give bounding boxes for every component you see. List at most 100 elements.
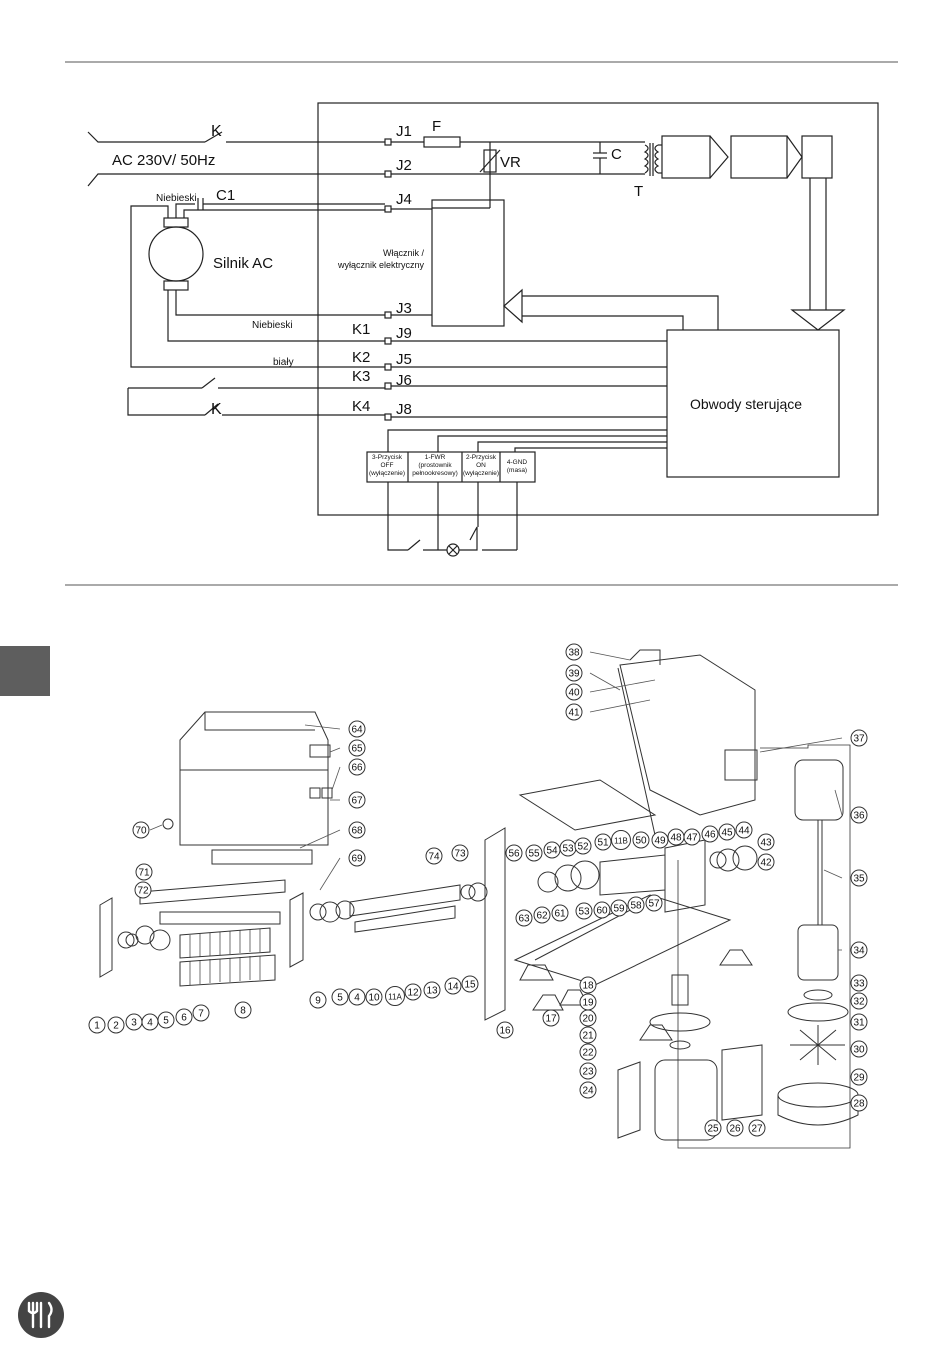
terminal-2-l2: (prostownik bbox=[418, 462, 452, 469]
callout-leader bbox=[149, 824, 163, 831]
part-number: 65 bbox=[351, 744, 363, 755]
label-j9: J9 bbox=[396, 325, 412, 342]
callout-leader bbox=[589, 651, 631, 661]
callout-circle bbox=[533, 906, 551, 924]
part-number: 54 bbox=[546, 846, 558, 857]
callout-circle bbox=[683, 828, 701, 846]
part-number: 35 bbox=[853, 874, 865, 885]
callout-circle bbox=[575, 902, 593, 920]
callout-circle bbox=[425, 847, 443, 865]
part-number: 68 bbox=[351, 826, 363, 837]
part-number: 63 bbox=[518, 914, 530, 925]
terminal-strip bbox=[366, 451, 536, 483]
fuse-f bbox=[423, 136, 461, 148]
callout-circle bbox=[565, 683, 583, 701]
part-number: 7 bbox=[198, 1009, 204, 1020]
terminal-j4 bbox=[384, 205, 392, 213]
terminal-j8 bbox=[384, 413, 392, 421]
callout-circle bbox=[134, 881, 152, 899]
part-number: 37 bbox=[853, 734, 865, 745]
part-number: 5 bbox=[337, 993, 343, 1004]
callout-circle bbox=[850, 869, 868, 887]
controller-enclosure bbox=[317, 102, 879, 516]
callout-leader bbox=[319, 857, 341, 891]
callout-circle bbox=[593, 901, 611, 919]
callout-circle bbox=[234, 1001, 252, 1019]
terminal-2-l3: pełnookresowy) bbox=[412, 470, 458, 477]
switch-box bbox=[431, 199, 505, 327]
label-switch-2: wyłącznik elektryczny bbox=[337, 260, 425, 270]
part-number: 42 bbox=[760, 858, 772, 869]
callout-circle bbox=[515, 909, 533, 927]
part-number: 39 bbox=[568, 669, 580, 680]
label-ac: AC 230V/ 50Hz bbox=[112, 152, 215, 169]
callout-circle bbox=[331, 988, 349, 1006]
callout-circle bbox=[850, 1040, 868, 1058]
callout-circle bbox=[579, 976, 597, 994]
callout-circle bbox=[850, 806, 868, 824]
part-number: 72 bbox=[137, 886, 149, 897]
callout-circle bbox=[157, 1011, 175, 1029]
terminal-1-l2: OFF bbox=[381, 462, 394, 469]
part-number: 11A bbox=[388, 993, 402, 1002]
callout-circle bbox=[365, 988, 383, 1006]
label-c: C bbox=[611, 146, 622, 163]
callout-circle bbox=[175, 1008, 193, 1026]
label-j5: J5 bbox=[396, 351, 412, 368]
part-number: 61 bbox=[554, 909, 566, 920]
part-number: 74 bbox=[428, 852, 440, 863]
part-number: 16 bbox=[499, 1026, 511, 1037]
callout-circle bbox=[135, 863, 153, 881]
callout-circle bbox=[565, 703, 583, 721]
callout-circle bbox=[594, 833, 612, 851]
part-number: 64 bbox=[351, 725, 363, 736]
part-number: 70 bbox=[135, 826, 147, 837]
part-number: 41 bbox=[568, 708, 580, 719]
callout-circle bbox=[461, 975, 479, 993]
callout-leader bbox=[589, 699, 651, 713]
callout-circle bbox=[610, 899, 628, 917]
callout-circle bbox=[385, 986, 405, 1006]
callout-circle bbox=[348, 739, 366, 757]
part-number: 58 bbox=[630, 901, 642, 912]
callout-leader bbox=[304, 724, 341, 730]
exploded-view bbox=[99, 649, 859, 1149]
callout-circle bbox=[850, 1094, 868, 1112]
callout-circle bbox=[704, 1119, 722, 1137]
motor-36 bbox=[794, 759, 844, 821]
callout-circle bbox=[309, 991, 327, 1009]
terminal-j5 bbox=[384, 363, 392, 371]
part-number: 49 bbox=[654, 836, 666, 847]
part-number: 67 bbox=[351, 796, 363, 807]
part-number: 71 bbox=[138, 868, 150, 879]
terminal-3-l3: (wyłączenie) bbox=[463, 470, 499, 477]
part-number: 40 bbox=[568, 688, 580, 699]
circuit-diagram bbox=[87, 102, 879, 557]
terminal-4-l1: 4-GND bbox=[507, 459, 528, 466]
part-number: 46 bbox=[704, 830, 716, 841]
callout-leader bbox=[299, 829, 341, 849]
transformer-t bbox=[643, 144, 649, 174]
left-arrow bbox=[503, 288, 523, 324]
terminal-2-l1: 1-FWR bbox=[425, 454, 446, 461]
part-number: 3 bbox=[131, 1018, 137, 1029]
down-arrow bbox=[790, 309, 846, 331]
label-j6: J6 bbox=[396, 372, 412, 389]
spiral-roller bbox=[179, 927, 271, 959]
callout-circle bbox=[579, 1026, 597, 1044]
label-niebieski-bottom: Niebieski bbox=[252, 320, 293, 331]
spiral-roller-2 bbox=[179, 954, 276, 987]
part-number: 28 bbox=[853, 1099, 865, 1110]
part-number: 24 bbox=[582, 1086, 594, 1097]
part-number: 14 bbox=[447, 982, 459, 993]
callout-circle bbox=[850, 1013, 868, 1031]
label-j3: J3 bbox=[396, 300, 412, 317]
label-k3: K3 bbox=[352, 368, 370, 385]
callout-circle bbox=[757, 853, 775, 871]
callout-circle bbox=[348, 849, 366, 867]
part-number: 53 bbox=[562, 844, 574, 855]
label-bialy: biały bbox=[273, 357, 294, 368]
part-number: 47 bbox=[686, 833, 698, 844]
part-number: 59 bbox=[613, 904, 625, 915]
